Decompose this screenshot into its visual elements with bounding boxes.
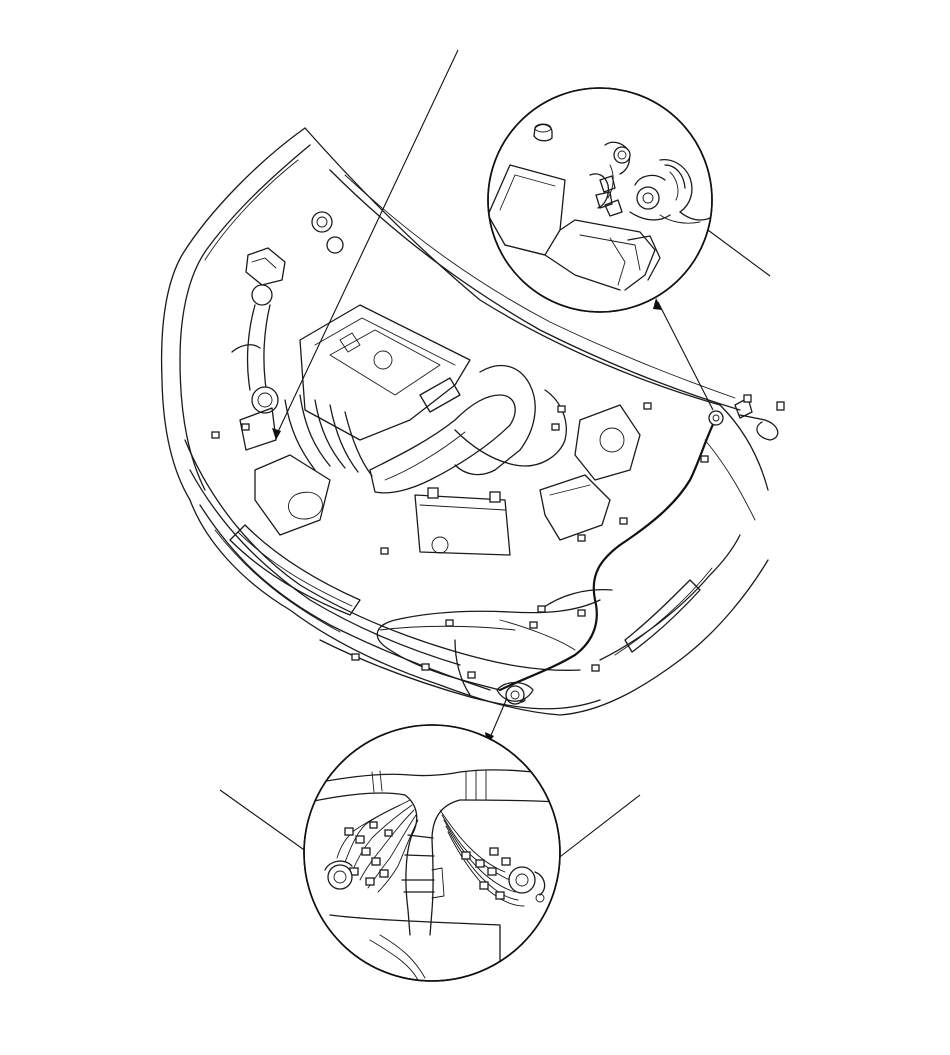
vehicle-front-view [160,127,785,716]
hood-opening-outline [160,127,769,716]
air-intake-duct [369,394,516,494]
detail-view-upper-right [487,87,713,313]
cowl-panel [329,169,741,411]
detail-view-lower [303,724,561,982]
detail-connector-right [508,866,536,894]
detail-arrow-lower [488,697,508,741]
harness-grommet-lower [505,685,525,705]
harness-grommet-upper [708,410,724,426]
strut-cap-left [311,211,333,233]
battery [414,494,511,556]
detail-connector-grommet [636,186,660,210]
coolant-reservoir [251,386,279,414]
harness-connectors [211,402,709,679]
engine-cover [299,304,471,441]
main-wire-harness [498,416,718,692]
hood-edge-inner [304,127,721,406]
detail-connector-left [327,864,353,890]
leader-line-top [275,49,459,437]
detail-arrow-upper [657,301,714,411]
headlight-right [599,534,741,661]
front-grille [229,524,361,616]
